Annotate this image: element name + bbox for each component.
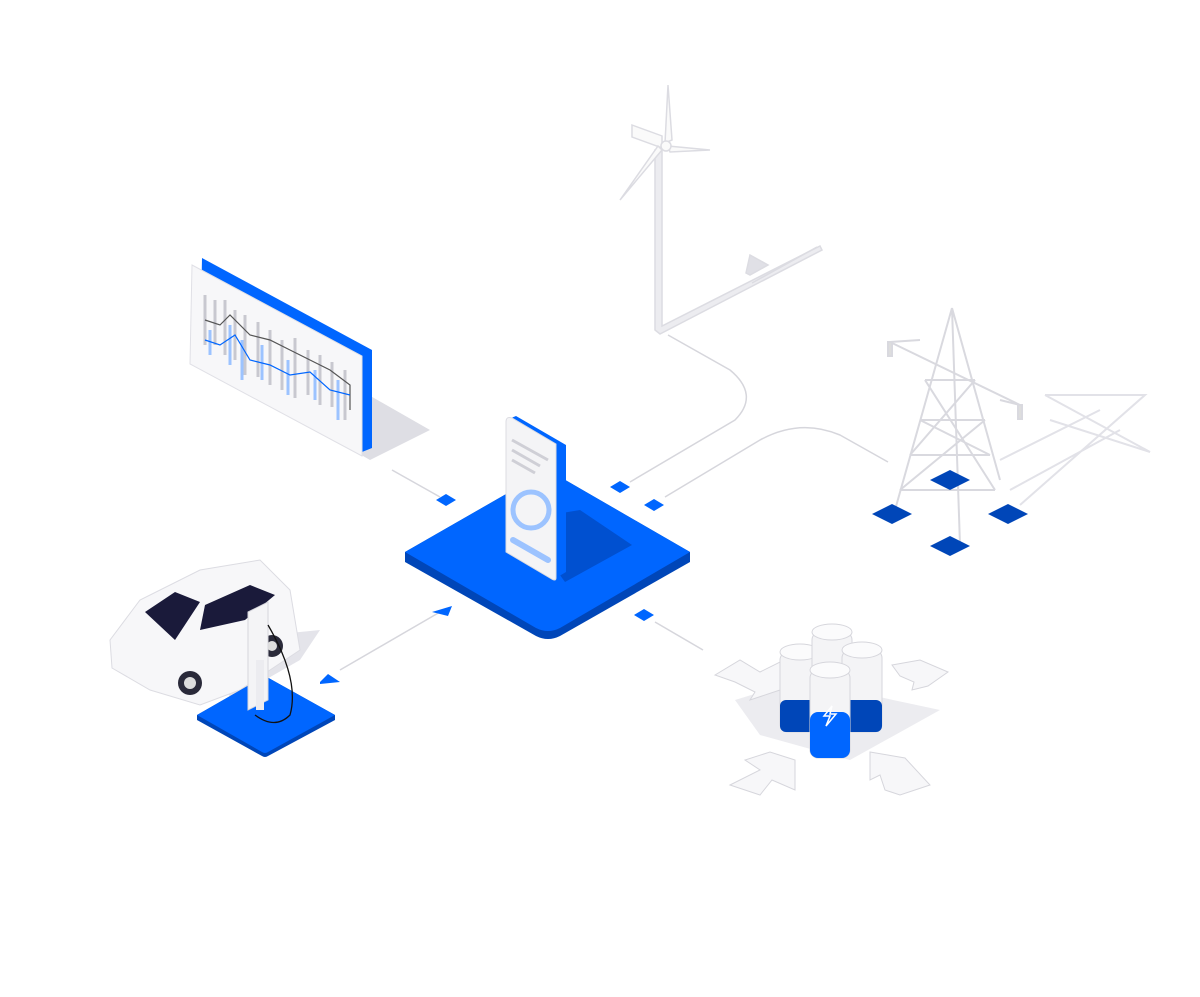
bolt-icon xyxy=(822,705,838,727)
battery xyxy=(779,623,883,759)
arrow-right-bottom xyxy=(869,751,931,796)
smartphone-icon xyxy=(505,416,566,581)
monitor-chart-icon xyxy=(189,258,430,460)
line-battery-to-hub xyxy=(654,621,704,651)
line-tower-to-hub xyxy=(664,426,889,498)
node-battery xyxy=(634,609,654,621)
node-tower xyxy=(644,499,664,511)
node-chart xyxy=(436,494,456,506)
battery-storage-icon xyxy=(713,623,950,796)
arrow-right-top xyxy=(891,659,950,691)
connector-lines xyxy=(339,334,889,671)
ev-charger-icon xyxy=(197,601,335,757)
arrow-left-bottom xyxy=(728,751,796,796)
power-pylon-icon xyxy=(872,307,1151,556)
line-car-to-hub xyxy=(339,611,441,671)
line-chart-to-hub xyxy=(391,469,441,498)
arrow-to-car xyxy=(320,674,340,684)
wind-turbine-icon xyxy=(619,84,824,335)
electric-car-icon xyxy=(109,559,320,706)
arrow-to-hub xyxy=(432,606,452,616)
connector-nodes xyxy=(320,481,664,684)
line-turbine-to-hub xyxy=(629,334,748,483)
node-turbine xyxy=(610,481,630,493)
